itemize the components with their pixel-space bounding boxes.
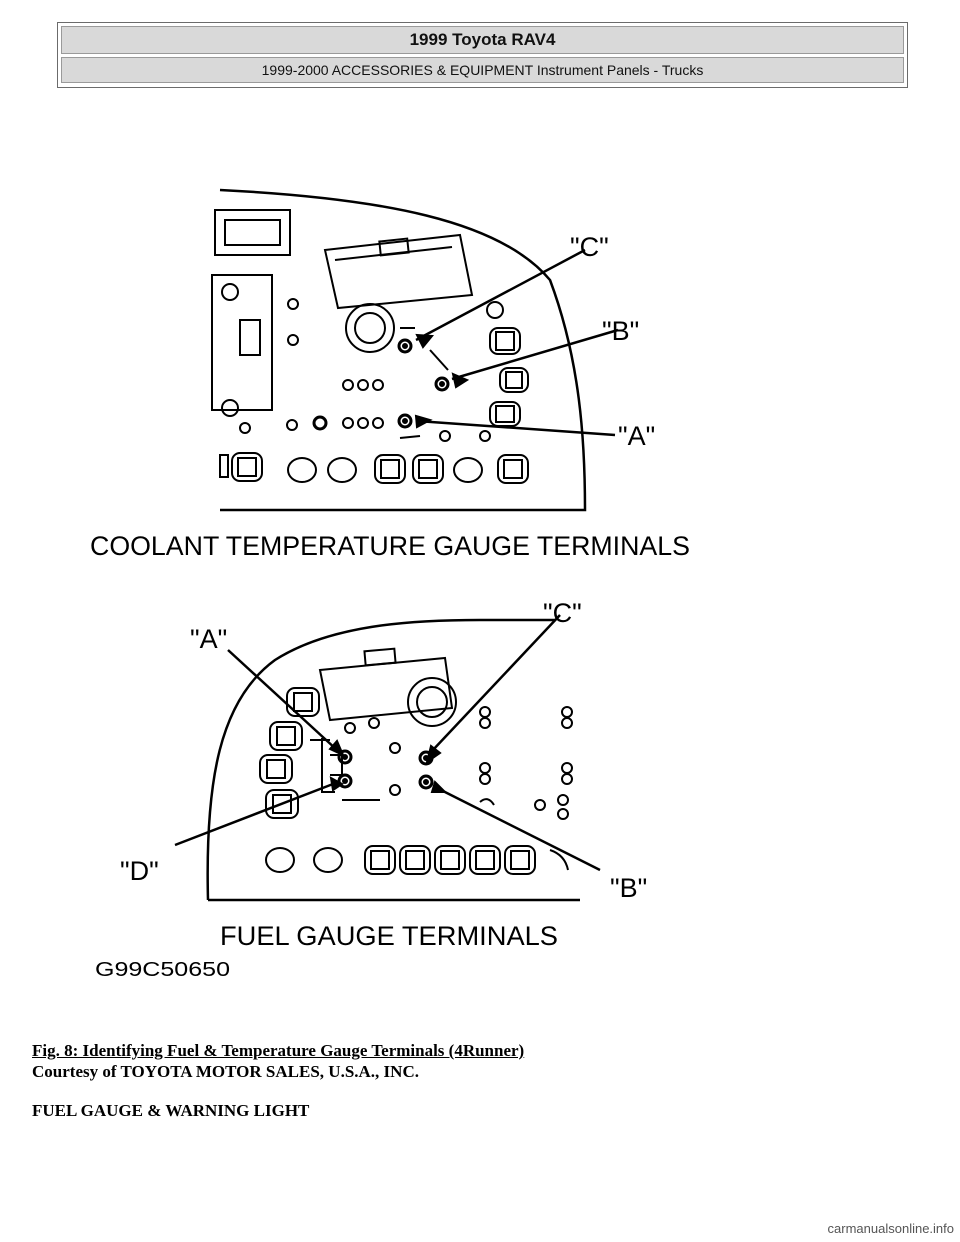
document-subtitle: 1999-2000 ACCESSORIES & EQUIPMENT Instru… [61,57,904,83]
label-bottom-a: "A" [190,624,227,654]
site-watermark: carmanualsonline.info [827,1221,954,1236]
label-bottom-d: "D" [120,856,159,886]
label-top-a: "A" [618,421,655,451]
coolant-panel-drawing [211,188,619,512]
label-bottom-b: "B" [610,873,647,903]
document-title: 1999 Toyota RAV4 [61,26,904,54]
coolant-panel-title: COOLANT TEMPERATURE GAUGE TERMINALS [90,531,690,561]
document-header: 1999 Toyota RAV4 1999-2000 ACCESSORIES &… [57,22,908,88]
fuel-panel-title: FUEL GAUGE TERMINALS [220,921,558,951]
label-top-c: "C" [570,232,609,262]
section-heading: FUEL GAUGE & WARNING LIGHT [32,1101,310,1120]
label-top-b: "B" [602,316,639,346]
figure-courtesy: Courtesy of TOYOTA MOTOR SALES, U.S.A., … [32,1062,419,1081]
figure-caption-link[interactable]: Fig. 8: Identifying Fuel & Temperature G… [32,1041,525,1060]
fuel-panel-drawing [174,614,601,902]
label-bottom-c: "C" [543,598,582,628]
figure-code: G99C50650 [95,959,230,981]
gauge-terminals-figure: "C" "B" "A" COOLANT TEMPERATURE GAUGE TE… [80,180,720,990]
